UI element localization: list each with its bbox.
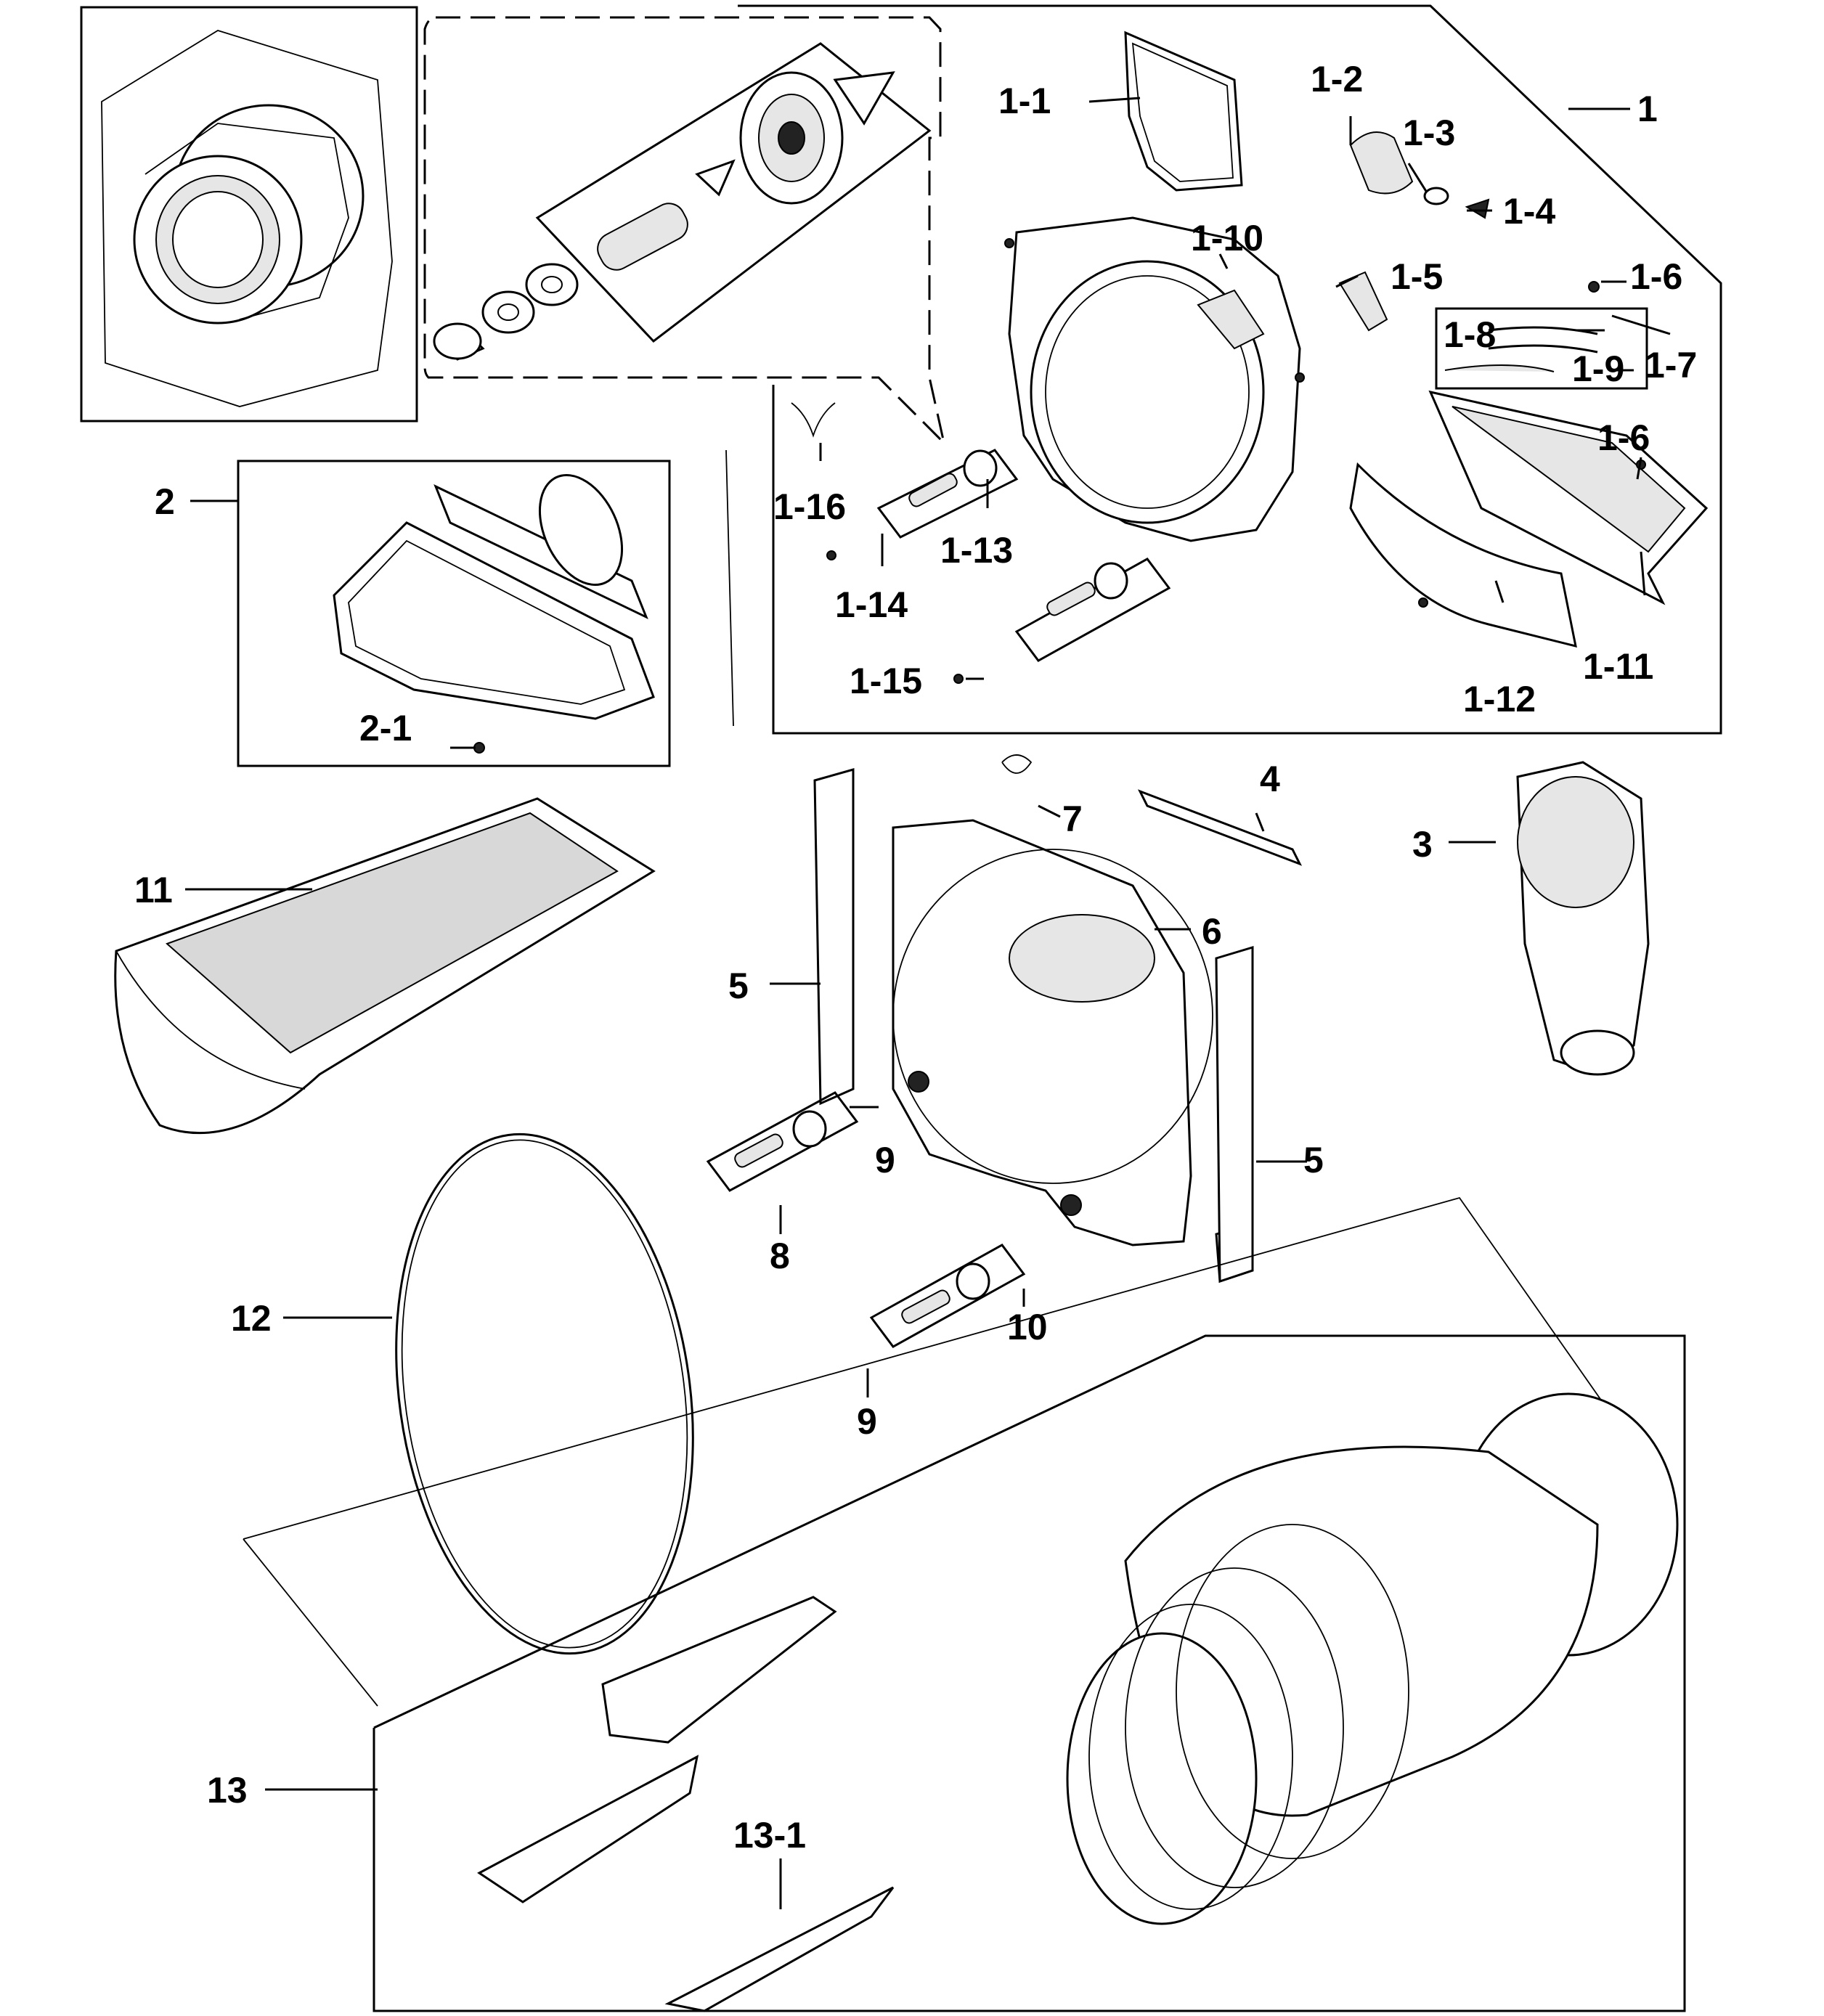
label-part-1-4: 1-4 bbox=[1503, 191, 1555, 232]
label-part-1-11: 1-11 bbox=[1583, 646, 1653, 687]
overview-thumbnail bbox=[80, 6, 418, 423]
label-part-1-3: 1-3 bbox=[1403, 113, 1455, 153]
label-part-8: 8 bbox=[770, 1236, 790, 1276]
parts-1-13-1-15-rollers bbox=[791, 402, 1171, 684]
part-1-1-gasket bbox=[1124, 30, 1243, 192]
label-part-1-6-lower: 1-6 bbox=[1597, 417, 1650, 458]
parts-1-2-to-1-5 bbox=[1338, 131, 1490, 332]
label-part-5-right: 5 bbox=[1303, 1140, 1324, 1180]
label-part-1-2: 1-2 bbox=[1311, 59, 1363, 99]
part-3-duct bbox=[1516, 761, 1650, 1076]
label-part-4: 4 bbox=[1260, 759, 1280, 799]
label-part-12: 12 bbox=[231, 1298, 272, 1339]
label-part-1-8: 1-8 bbox=[1444, 314, 1496, 355]
label-part-1-16: 1-16 bbox=[773, 486, 846, 527]
label-part-1-9: 1-9 bbox=[1572, 348, 1624, 389]
label-part-7: 7 bbox=[1062, 799, 1083, 839]
part-number-labels: 1 1-1 1-2 1-3 1-4 1-5 1-6 1-7 1-8 1-9 1-… bbox=[134, 59, 1697, 1856]
label-part-1-12: 1-12 bbox=[1463, 679, 1536, 719]
group-1-frame bbox=[725, 4, 1722, 735]
label-part-2: 2 bbox=[155, 481, 175, 522]
label-part-1-14: 1-14 bbox=[835, 584, 908, 625]
label-part-1: 1 bbox=[1637, 89, 1658, 129]
label-part-6: 6 bbox=[1202, 911, 1222, 952]
part-11-filter-screen bbox=[114, 797, 656, 1135]
label-part-11: 11 bbox=[134, 870, 173, 910]
parts-1-6-to-1-9-box bbox=[1435, 281, 1648, 390]
part-12-belt bbox=[395, 1133, 694, 1655]
label-part-1-6-top: 1-6 bbox=[1630, 256, 1682, 297]
part-13-1-baffles bbox=[477, 1596, 895, 2012]
label-part-10: 10 bbox=[1007, 1307, 1048, 1347]
label-part-9-lower: 9 bbox=[857, 1401, 877, 1442]
part-1-10-housing bbox=[1004, 216, 1305, 542]
motor-pulley-callout bbox=[423, 16, 946, 446]
label-part-9-upper: 9 bbox=[875, 1140, 895, 1180]
parts-8-10-rollers bbox=[706, 1091, 1026, 1348]
label-part-13-1: 13-1 bbox=[733, 1815, 806, 1856]
group-2-frame bbox=[237, 460, 671, 767]
label-part-1-7: 1-7 bbox=[1645, 345, 1697, 385]
label-part-1-15: 1-15 bbox=[850, 661, 922, 701]
label-part-1-10: 1-10 bbox=[1191, 218, 1263, 258]
label-part-1-1: 1-1 bbox=[998, 81, 1051, 121]
label-part-1-5: 1-5 bbox=[1391, 256, 1443, 297]
label-part-2-1: 2-1 bbox=[359, 708, 412, 748]
group-13-frame bbox=[243, 1196, 1686, 2012]
part-6-rear-panel bbox=[892, 819, 1213, 1246]
parts-1-11-1-12-filter-housing bbox=[1349, 390, 1709, 648]
part-13-drum bbox=[1066, 1392, 1679, 1925]
label-part-13: 13 bbox=[207, 1770, 248, 1811]
label-part-1-13: 1-13 bbox=[940, 530, 1013, 571]
leader-lines bbox=[185, 97, 1671, 1909]
label-part-3: 3 bbox=[1412, 824, 1433, 865]
parts-4-7 bbox=[1001, 754, 1303, 866]
label-part-5-left: 5 bbox=[728, 966, 749, 1006]
